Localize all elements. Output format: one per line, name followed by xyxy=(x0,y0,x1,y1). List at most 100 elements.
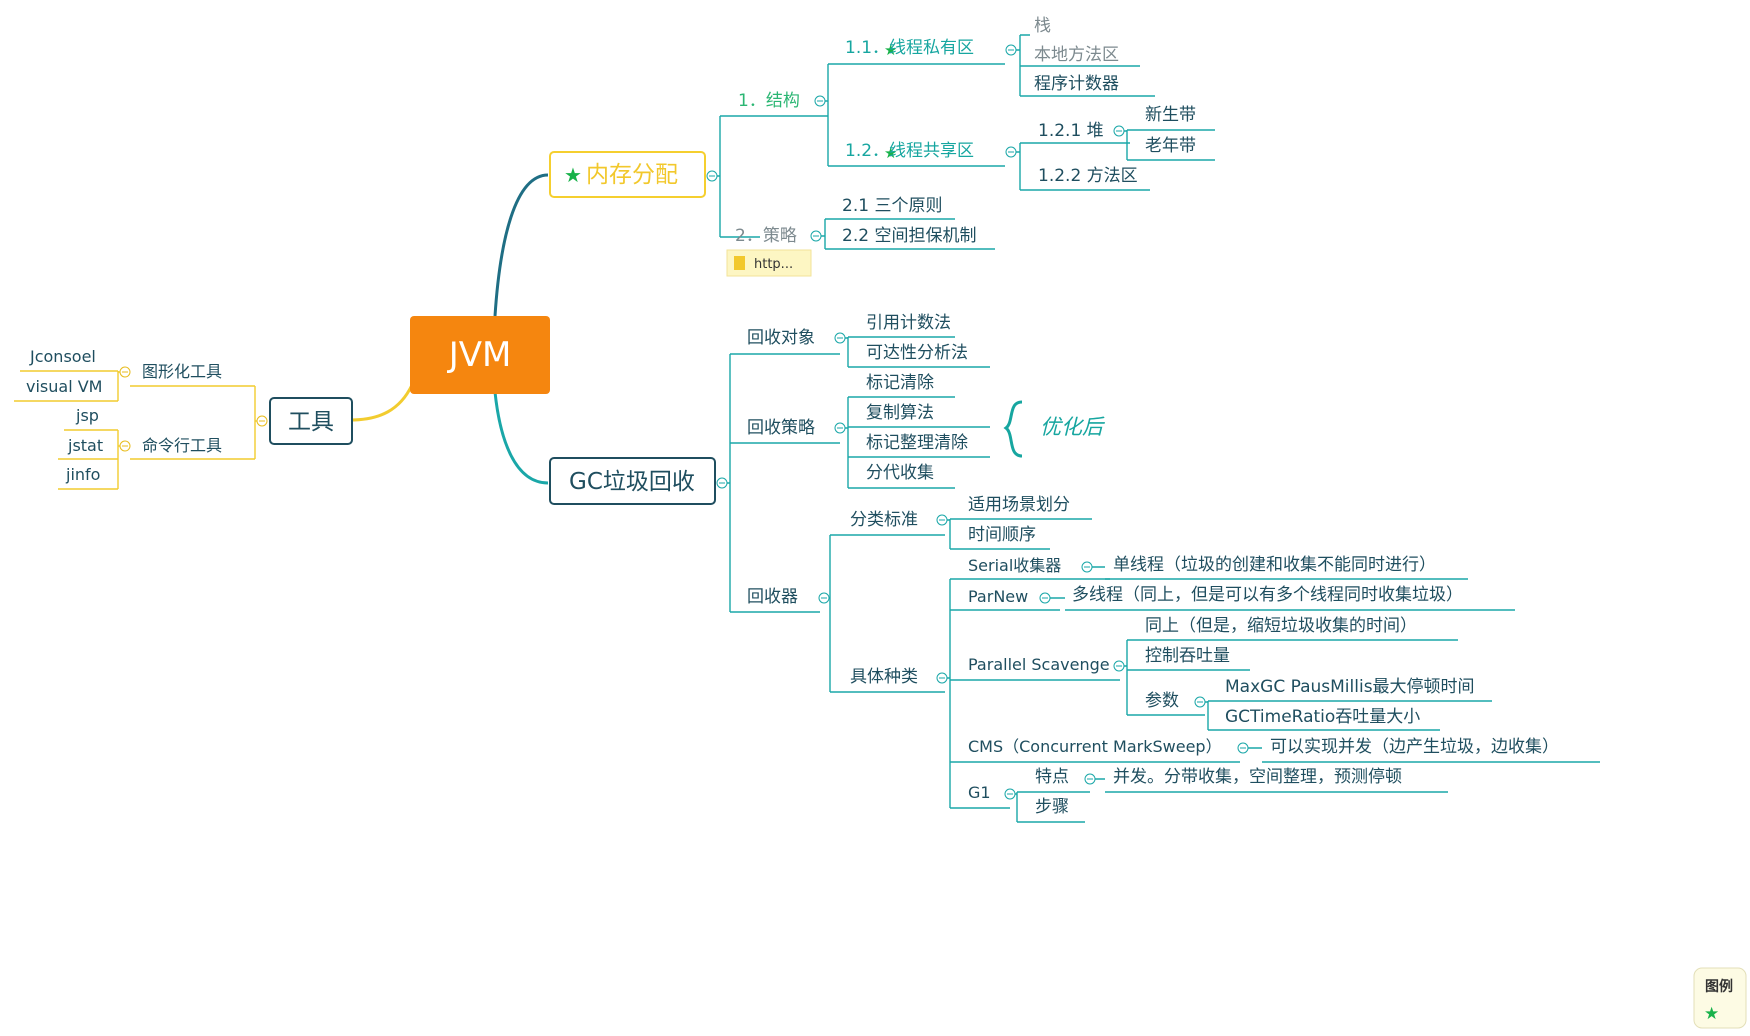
gc-strategies-collapse-icon[interactable] xyxy=(834,422,846,434)
memory-title: 内存分配 xyxy=(586,162,678,188)
heap-item: 老年带 xyxy=(1145,136,1196,156)
gc-collectors-collapse-icon[interactable] xyxy=(818,592,830,604)
params-item: GCTimeRatio吞吐量大小 xyxy=(1225,707,1420,727)
cli-tool-item: jstat xyxy=(67,436,103,455)
gc-target-item: 可达性分析法 xyxy=(866,343,968,363)
params-item: MaxGC PausMillis最大停顿时间 xyxy=(1225,677,1475,697)
structure-branch-lines xyxy=(825,63,1005,167)
gui-tool-item: Jconsoel xyxy=(29,347,96,366)
private-item: 本地方法区 xyxy=(1034,45,1119,65)
heap-item: 新生带 xyxy=(1145,105,1196,125)
params-collapse-icon[interactable] xyxy=(1194,696,1206,708)
structure-label: 1．结构 xyxy=(738,91,800,111)
g1-features-label: 特点 xyxy=(1035,767,1069,787)
params-label: 参数 xyxy=(1145,691,1179,711)
kinds-branch-lines xyxy=(947,578,1240,809)
star-icon: ★ xyxy=(884,144,897,162)
gc-strategy-item: 标记清除 xyxy=(866,373,934,393)
classification-label: 分类标准 xyxy=(850,510,918,530)
cli-tools-label: 命令行工具 xyxy=(142,436,222,455)
memory-branch-lines xyxy=(717,115,828,238)
private-item: 程序计数器 xyxy=(1034,74,1119,94)
private-area-collapse-icon[interactable] xyxy=(1005,44,1017,56)
legend-box[interactable]: 图例 ★ xyxy=(1693,967,1747,1029)
g1-name: G1 xyxy=(968,783,991,802)
structure-collapse-icon[interactable] xyxy=(814,95,826,107)
root-to-memory-connector xyxy=(493,173,549,317)
method-area-label: 1.2.2 方法区 xyxy=(1038,166,1138,186)
g1-features-collapse-icon[interactable] xyxy=(1084,773,1096,785)
parallel-same: 同上（但是，缩短垃圾收集的时间） xyxy=(1145,616,1417,636)
parnew-desc: 多线程（同上，但是可以有多个线程同时收集垃圾） xyxy=(1072,585,1463,605)
private-area-branch-lines xyxy=(1016,34,1155,97)
tools-branch-lines xyxy=(130,385,257,460)
g1-collapse-icon[interactable] xyxy=(1004,788,1016,800)
parnew-collapse-icon[interactable] xyxy=(1039,592,1051,604)
link-note-label: http... xyxy=(754,257,793,272)
gc-targets-collapse-icon[interactable] xyxy=(834,332,846,344)
gc-strategies-label: 回收策略 xyxy=(747,418,815,438)
kinds-label: 具体种类 xyxy=(850,667,918,687)
tools-collapse-icon[interactable] xyxy=(256,415,268,427)
gui-tools-label: 图形化工具 xyxy=(142,362,222,381)
shared-area-collapse-icon[interactable] xyxy=(1005,146,1017,158)
g1-features-desc: 并发。分带收集，空间整理，预测停顿 xyxy=(1113,767,1402,787)
gc-strategies-branch-lines xyxy=(845,396,990,489)
root-node[interactable]: JVM xyxy=(410,316,550,394)
strategy-label: 2．策略 xyxy=(735,226,797,246)
strategy-branch-lines xyxy=(821,218,995,250)
root-label: JVM xyxy=(447,335,512,375)
g1-steps: 步骤 xyxy=(1035,797,1069,817)
gc-collapse-icon[interactable] xyxy=(716,477,728,489)
parallel-name: Parallel Scavenge xyxy=(968,655,1110,674)
g1-features-underline xyxy=(1095,778,1448,793)
star-icon: ★ xyxy=(884,41,897,59)
strategy-item: 2.2 空间担保机制 xyxy=(842,226,976,246)
parallel-collapse-icon[interactable] xyxy=(1113,660,1125,672)
classification-collapse-icon[interactable] xyxy=(936,514,948,526)
cli-tool-item: jsp xyxy=(75,406,99,425)
note-icon xyxy=(734,256,745,270)
parallel-throughput: 控制吞吐量 xyxy=(1145,646,1230,666)
parnew-name: ParNew xyxy=(968,587,1028,606)
gc-node[interactable]: GC垃圾回收 xyxy=(549,457,716,505)
memory-collapse-icon[interactable] xyxy=(706,170,718,182)
cms-name: CMS（Concurrent MarkSweep） xyxy=(968,737,1222,756)
gui-tool-item: visual VM xyxy=(26,377,102,396)
gui-tools-collapse-icon[interactable] xyxy=(119,366,131,378)
memory-node[interactable]: ★ 内存分配 xyxy=(549,151,706,198)
heap-collapse-icon[interactable] xyxy=(1113,125,1125,137)
g1-branch-lines xyxy=(1015,791,1090,823)
cms-desc-underline xyxy=(1248,747,1600,763)
kinds-collapse-icon[interactable] xyxy=(936,672,948,684)
shared-area-label: 1.2．线程共享区 xyxy=(845,141,974,161)
classification-item: 适用场景划分 xyxy=(968,495,1070,515)
root-to-gc-connector xyxy=(493,391,549,485)
star-icon: ★ xyxy=(564,163,582,187)
params-branch-lines xyxy=(1205,700,1492,731)
gc-collectors-branch-lines xyxy=(829,534,945,693)
tools-title: 工具 xyxy=(288,409,334,435)
gc-targets-label: 回收对象 xyxy=(747,328,815,348)
gc-collectors-label: 回收器 xyxy=(747,587,798,607)
gui-tools-branch-lines xyxy=(14,370,120,402)
private-area-label: 1.1．线程私有区 xyxy=(845,38,974,58)
tools-node[interactable]: 工具 xyxy=(269,397,353,445)
serial-name: Serial收集器 xyxy=(968,556,1061,575)
strategy-collapse-icon[interactable] xyxy=(810,230,822,242)
cli-tools-collapse-icon[interactable] xyxy=(119,440,131,452)
cms-collapse-icon[interactable] xyxy=(1237,742,1249,754)
gc-branch-lines xyxy=(727,353,840,613)
parallel-branch-lines xyxy=(1124,639,1458,716)
link-note[interactable]: http... xyxy=(726,249,812,277)
cms-desc: 可以实现并发（边产生垃圾，边收集） xyxy=(1270,737,1559,757)
root-to-tools-connector xyxy=(349,384,414,422)
serial-desc: 单线程（垃圾的创建和收集不能同时进行） xyxy=(1113,555,1436,575)
serial-collapse-icon[interactable] xyxy=(1081,561,1093,573)
cli-tool-item: jinfo xyxy=(65,465,100,484)
heap-label: 1.2.1 堆 xyxy=(1038,121,1104,141)
gc-strategy-item: 复制算法 xyxy=(866,403,934,423)
boundary-label: 优化后 xyxy=(1040,415,1105,439)
classification-branch-lines xyxy=(947,518,1092,550)
